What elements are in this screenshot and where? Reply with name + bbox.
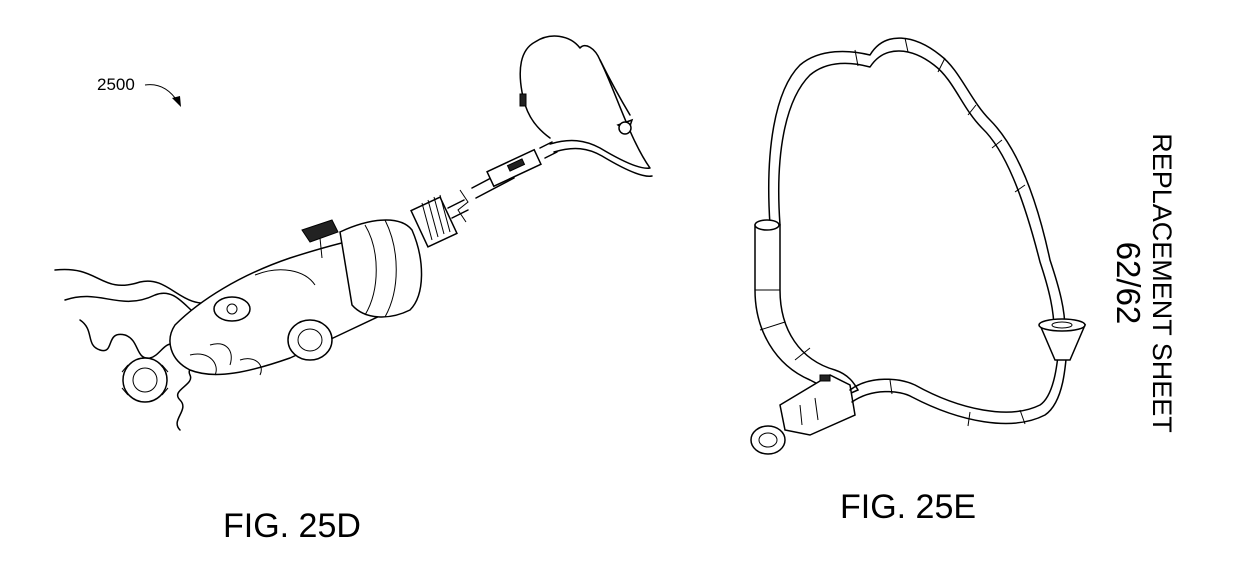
cable-top <box>54 268 216 304</box>
figure-caption-25d: FIG. 25D <box>223 507 361 545</box>
shaft <box>447 199 469 219</box>
fig-25e-drawing <box>750 37 1087 455</box>
reference-arrow <box>144 84 179 103</box>
catheter-outer <box>768 37 1066 331</box>
reference-arrowhead <box>172 96 181 107</box>
fig-25d-drawing <box>54 35 653 431</box>
sheath <box>754 224 860 401</box>
catheter-lower <box>849 334 1061 413</box>
figure-caption-25e: FIG. 25E <box>840 488 977 526</box>
luer-knob <box>122 357 168 403</box>
connector-body <box>779 374 856 436</box>
sheet-label-block: REPLACEMENT SHEET 62/62 <box>1108 128 1178 438</box>
side-port-dial <box>287 319 333 361</box>
catheter-loop <box>519 35 651 169</box>
catheter-inner <box>778 50 1055 331</box>
lever <box>301 219 339 243</box>
cable-squiggle-left <box>79 319 176 359</box>
break-line <box>457 189 469 223</box>
sheet-number: 62/62 <box>1110 241 1147 325</box>
reference-numeral-2500: 2500 <box>97 75 135 94</box>
front-collar <box>339 219 423 318</box>
connector-port <box>750 425 786 455</box>
replacement-sheet-label: REPLACEMENT SHEET <box>1147 133 1177 433</box>
